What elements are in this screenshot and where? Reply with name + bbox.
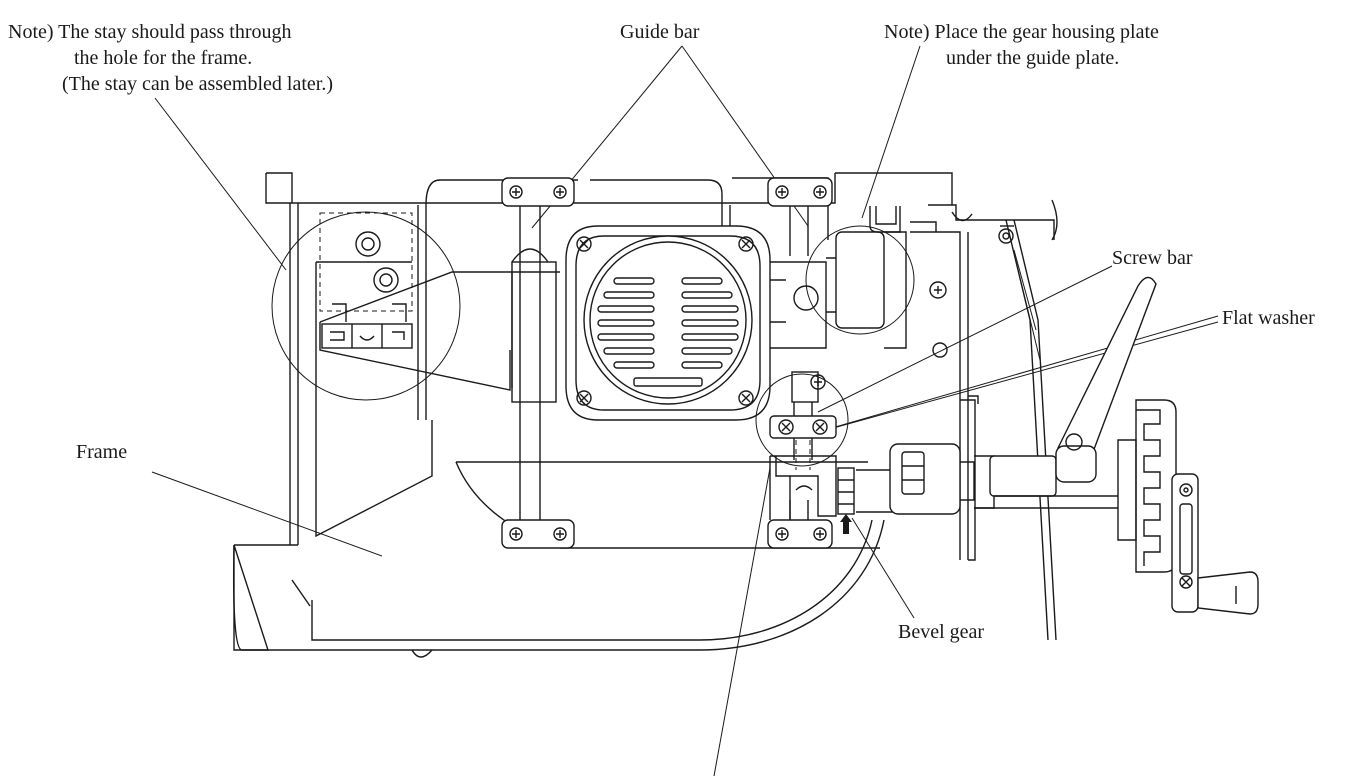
screw-bar-label: Screw bar <box>1112 247 1193 269</box>
motor-housing <box>565 225 827 421</box>
gear-housing-plate <box>805 206 948 358</box>
bevel-gear-label: Bevel gear <box>898 621 985 643</box>
guide-bar-label: Guide bar <box>620 21 700 43</box>
bevel-gear <box>769 455 855 534</box>
note-stay-line-3: (The stay can be assembled later.) <box>62 73 333 95</box>
note-stay-line-1: Note) The stay should pass through <box>8 21 292 43</box>
right-side-plate <box>910 199 1058 641</box>
screw-bar-assembly <box>755 371 849 470</box>
flat-washer-label: Flat washer <box>1222 307 1315 329</box>
note-stay-line-2: the hole for the frame. <box>74 47 253 69</box>
note-gear-line-2: under the guide plate. <box>946 47 1120 69</box>
stay-detail <box>271 211 560 420</box>
leader-lines <box>151 45 1219 776</box>
frame-label: Frame <box>76 441 128 463</box>
guide-bars <box>501 177 833 549</box>
crank-assembly <box>856 276 1259 615</box>
note-gear-line-1: Note) Place the gear housing plate <box>884 21 1159 43</box>
